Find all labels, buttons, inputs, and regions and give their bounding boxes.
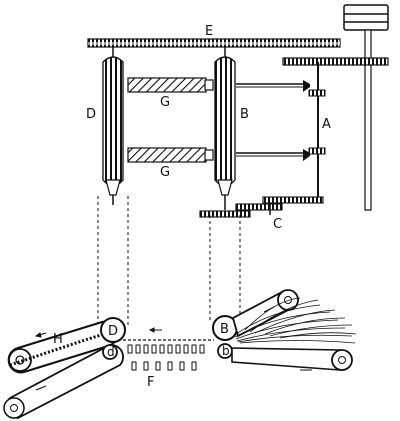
label-f: F: [147, 375, 154, 390]
right-lower-apron: [231, 347, 353, 371]
right-upper-apron: [231, 289, 299, 338]
gill-pins-f: [127, 344, 205, 371]
hatched-bar-g-lower: [127, 147, 310, 163]
label-e: E: [205, 24, 213, 39]
direction-arrows: [34, 306, 312, 391]
shaft-a: [308, 62, 326, 200]
label-a: A: [322, 117, 331, 132]
gear-e: [87, 38, 341, 48]
main-vertical-shaft: [364, 29, 372, 211]
label-d: D: [86, 107, 96, 122]
gear-train-c: [199, 196, 324, 218]
label-b: B: [240, 107, 249, 122]
drafting-roll-d: [102, 45, 124, 205]
fibre-fleece: [234, 297, 357, 344]
label-roller-d-small: d: [107, 345, 115, 359]
roller-d-small: [102, 344, 118, 360]
label-roller-d: D: [108, 324, 118, 339]
roller-d-large: [100, 317, 126, 343]
lower-left-belt: [3, 344, 124, 419]
label-roller-b-small: b: [222, 344, 230, 358]
label-h: H: [53, 332, 63, 347]
gear-right-upper: [282, 57, 389, 66]
label-c: C: [273, 217, 282, 232]
label-g-lower: G: [160, 165, 170, 180]
label-g-upper: G: [160, 95, 170, 110]
hatched-bar-g-upper: [127, 77, 310, 93]
drafting-roll-b: [214, 45, 236, 210]
label-roller-b: B: [220, 322, 229, 337]
